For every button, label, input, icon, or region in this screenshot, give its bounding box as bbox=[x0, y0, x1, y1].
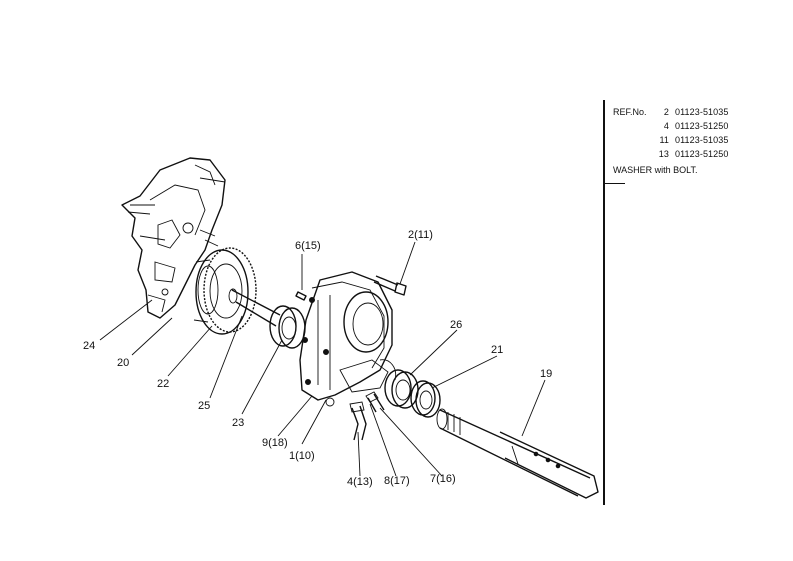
ref-row-code: 01123-51035 bbox=[675, 107, 729, 117]
ref-row-code: 01123-51250 bbox=[675, 121, 729, 131]
callout-2-11: 2(11) bbox=[408, 229, 433, 241]
callout-21: 21 bbox=[491, 344, 503, 356]
callout-8-17: 8(17) bbox=[384, 475, 410, 487]
note-underline bbox=[603, 183, 625, 185]
transmission-case-drawing bbox=[121, 157, 226, 319]
ref-row-num: 13 bbox=[658, 149, 669, 159]
drive-gear-drawing bbox=[193, 247, 257, 335]
callout-6-15: 6(15) bbox=[295, 240, 321, 252]
pin-drawing bbox=[295, 291, 307, 301]
cover-housing-drawing bbox=[299, 271, 397, 407]
callout-25: 25 bbox=[198, 400, 210, 412]
callout-1-10: 1(10) bbox=[289, 450, 315, 462]
callout-19: 19 bbox=[540, 368, 552, 380]
reference-panel: REF.No. 2 01123-51035 4 01123-51250 11 0… bbox=[603, 100, 793, 510]
callout-26: 26 bbox=[450, 319, 462, 331]
ref-row-num: 4 bbox=[663, 121, 669, 131]
bolt-top-drawing bbox=[373, 275, 407, 296]
collar-drawing bbox=[410, 380, 441, 418]
callout-9-18: 9(18) bbox=[262, 437, 288, 449]
lower-bolts-drawing bbox=[349, 391, 385, 441]
callout-23: 23 bbox=[232, 417, 244, 429]
pto-shaft-drawing bbox=[436, 408, 599, 499]
panel-divider bbox=[603, 100, 605, 505]
shaft-drawing bbox=[228, 288, 281, 327]
ref-row-num: 2 bbox=[663, 107, 669, 117]
ref-no-label: REF.No. bbox=[613, 107, 647, 117]
ref-row-num: 11 bbox=[659, 135, 669, 145]
callout-24: 24 bbox=[83, 340, 95, 352]
callout-4-13: 4(13) bbox=[347, 476, 373, 488]
washer-note: WASHER with BOLT. bbox=[613, 165, 698, 175]
ref-row-code: 01123-51035 bbox=[675, 135, 729, 145]
callout-22: 22 bbox=[157, 378, 169, 390]
callout-20: 20 bbox=[117, 357, 129, 369]
leader-lines bbox=[99, 241, 546, 477]
ref-row-code: 01123-51250 bbox=[675, 149, 729, 159]
callout-7-16: 7(16) bbox=[430, 473, 456, 485]
